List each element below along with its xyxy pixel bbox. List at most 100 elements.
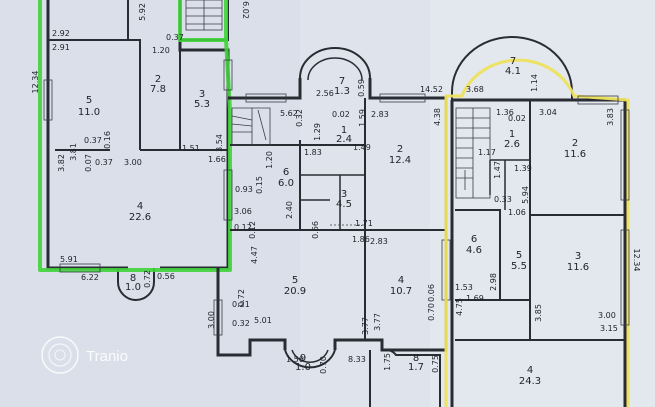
dimension-label: 1.17 bbox=[478, 148, 496, 157]
dimension-label: 1.66 bbox=[208, 155, 226, 164]
dimension-label: 1.59 bbox=[358, 109, 367, 127]
dimension-label: 0.70 bbox=[319, 356, 328, 374]
dimension-label: 2.83 bbox=[370, 237, 388, 246]
dimension-label: 3.68 bbox=[466, 85, 484, 94]
room-area: 1.0 bbox=[125, 282, 141, 293]
dimension-label: 0.72 bbox=[237, 289, 246, 307]
dimension-label: 1.83 bbox=[304, 148, 322, 157]
dimension-label: 2.40 bbox=[285, 201, 294, 219]
floor-3-partitions bbox=[455, 100, 625, 341]
room-area: 22.6 bbox=[129, 212, 151, 223]
room-number: 3 bbox=[575, 251, 581, 262]
dimension-label: 3.06 bbox=[234, 207, 252, 216]
room-number: 4 bbox=[527, 365, 533, 376]
dimension-label: 1.47 bbox=[493, 161, 502, 179]
dimension-label: 4.75 bbox=[455, 298, 464, 316]
room-area: 24.3 bbox=[519, 376, 541, 387]
dimension-label: 0.06 bbox=[427, 284, 436, 302]
room-area: 12.4 bbox=[389, 155, 411, 166]
room-labels: 5 11.0 2 7.8 3 5.3 4 22.6 8 1.0 7 1.3 1 … bbox=[78, 56, 589, 387]
dimension-label: 0.37 bbox=[166, 33, 184, 42]
dimension-label: 3.77 bbox=[361, 317, 370, 335]
tranio-logo-core-icon bbox=[54, 349, 66, 361]
room-number: 8 bbox=[413, 353, 419, 364]
dimension-label: 6.22 bbox=[81, 273, 99, 282]
room-area: 5.3 bbox=[194, 99, 210, 110]
room-area: 6.0 bbox=[278, 178, 294, 189]
floor-1-plan bbox=[38, 0, 233, 301]
room-area: 7.8 bbox=[150, 84, 166, 95]
dimension-label: 0.12 bbox=[234, 223, 252, 232]
dimension-label: 5.62 bbox=[280, 109, 298, 118]
dimension-label: 1.29 bbox=[313, 123, 322, 141]
dimension-label: 1.56 bbox=[286, 355, 304, 364]
dimension-label: 0.33 bbox=[494, 195, 512, 204]
dimension-label: 0.02 bbox=[332, 110, 350, 119]
dimension-label: 1.49 bbox=[353, 143, 371, 152]
dimension-label: 0.93 bbox=[235, 185, 253, 194]
dimension-label: 0.12 bbox=[248, 221, 257, 239]
room-area: 1.0 bbox=[295, 362, 311, 373]
room-area: 4.1 bbox=[505, 66, 521, 77]
dimension-label: 2.92 bbox=[52, 29, 70, 38]
floor-1-bay-window bbox=[117, 268, 155, 301]
dimension-label: 1.20 bbox=[265, 151, 274, 169]
dimension-label: 0.70 bbox=[427, 303, 436, 321]
dimension-label: 3.82 bbox=[57, 154, 66, 172]
room-number: 2 bbox=[572, 138, 578, 149]
dimension-label: 1.69 bbox=[466, 294, 484, 303]
dimension-label: 0.37 bbox=[84, 136, 102, 145]
floor-3-highlight bbox=[444, 58, 630, 407]
floor-1-highlight-top bbox=[178, 0, 228, 42]
dimension-label: 0.16 bbox=[103, 131, 112, 149]
floor-2-stair bbox=[231, 107, 271, 146]
room-area: 2.4 bbox=[336, 134, 352, 145]
dimension-label: 3.15 bbox=[600, 324, 618, 333]
dimension-label: 3.85 bbox=[534, 304, 543, 322]
floor-2-bay-right bbox=[369, 348, 441, 407]
room-area: 4.6 bbox=[466, 245, 482, 256]
tranio-watermark: Tranio bbox=[41, 336, 128, 374]
dimension-label: 0.02 bbox=[508, 114, 526, 123]
dimension-label: 0.15 bbox=[255, 176, 264, 194]
floor-2-outer-wall bbox=[216, 78, 448, 357]
dimension-label: 3.00 bbox=[598, 311, 616, 320]
dimension-label: 2.98 bbox=[489, 273, 498, 291]
floor-2-bay-top bbox=[299, 47, 371, 79]
dimension-label: 0.66 bbox=[311, 221, 320, 239]
room-number: 5 bbox=[516, 250, 522, 261]
room-area: 11.6 bbox=[564, 149, 586, 160]
floor-3-stair bbox=[455, 107, 491, 199]
dimension-label: 0.07 bbox=[84, 154, 93, 172]
dimension-label: 5.94 bbox=[521, 186, 530, 204]
dimension-label: 3.77 bbox=[373, 313, 382, 331]
room-number: 3 bbox=[341, 189, 347, 200]
dimension-label: 3.04 bbox=[539, 108, 557, 117]
dimension-label: 3.83 bbox=[606, 108, 615, 126]
room-area: 5.5 bbox=[511, 261, 527, 272]
room-number: 1 bbox=[341, 125, 347, 136]
dimension-label: 5.92 bbox=[138, 3, 147, 21]
room-number: 9 bbox=[300, 353, 306, 364]
floor-1-inner-wall bbox=[48, 39, 228, 151]
tranio-logo-icon bbox=[41, 336, 79, 374]
room-area: 1.3 bbox=[334, 86, 350, 97]
floor-1-highlight bbox=[38, 0, 232, 272]
dimension-label: 3.00 bbox=[124, 158, 142, 167]
floor-3-plan bbox=[444, 36, 630, 407]
room-number: 7 bbox=[339, 76, 345, 87]
dimension-label: 1.51 bbox=[182, 144, 200, 153]
room-area: 2.6 bbox=[504, 139, 520, 150]
room-number: 7 bbox=[510, 56, 516, 67]
dimension-label: 1.06 bbox=[508, 208, 526, 217]
room-number: 3 bbox=[199, 89, 205, 100]
dimension-label: 3.54 bbox=[215, 134, 224, 152]
room-number: 2 bbox=[397, 144, 403, 155]
room-number: 4 bbox=[398, 275, 404, 286]
dimension-label: 12.34 bbox=[632, 249, 641, 272]
floor-1-stair bbox=[185, 0, 223, 31]
dimension-label: 5.01 bbox=[254, 316, 272, 325]
dimension-label: 1.75 bbox=[383, 353, 392, 371]
dimension-label: 8.33 bbox=[348, 355, 366, 364]
